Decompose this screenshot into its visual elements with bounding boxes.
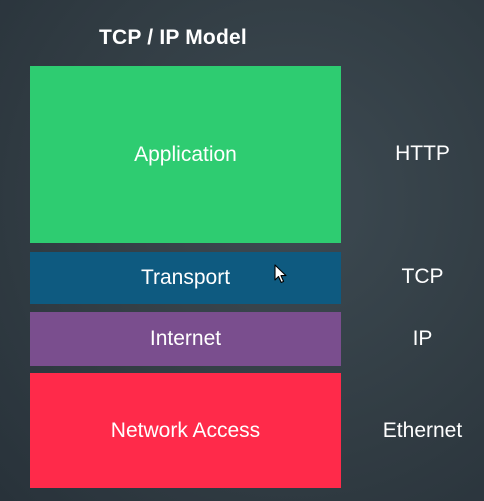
layer-application: Application (30, 66, 341, 243)
layer-internet-label: Internet (149, 327, 222, 350)
layer-transport: Transport (30, 252, 341, 304)
layer-network-access-label: Network Access (110, 418, 261, 442)
layer-internet: Internet (30, 312, 341, 366)
mouse-pointer-icon (274, 264, 287, 284)
diagram-title: TCP / IP Model (99, 26, 247, 49)
layer-network-access: Network Access (30, 373, 341, 488)
layer-transport-label: Transport (140, 266, 231, 289)
protocol-tcp: TCP (401, 265, 444, 288)
layer-application-label: Application (134, 142, 237, 166)
protocol-http: HTTP (395, 142, 450, 165)
protocol-ip: IP (412, 327, 433, 350)
protocol-ethernet: Ethernet (382, 419, 463, 442)
